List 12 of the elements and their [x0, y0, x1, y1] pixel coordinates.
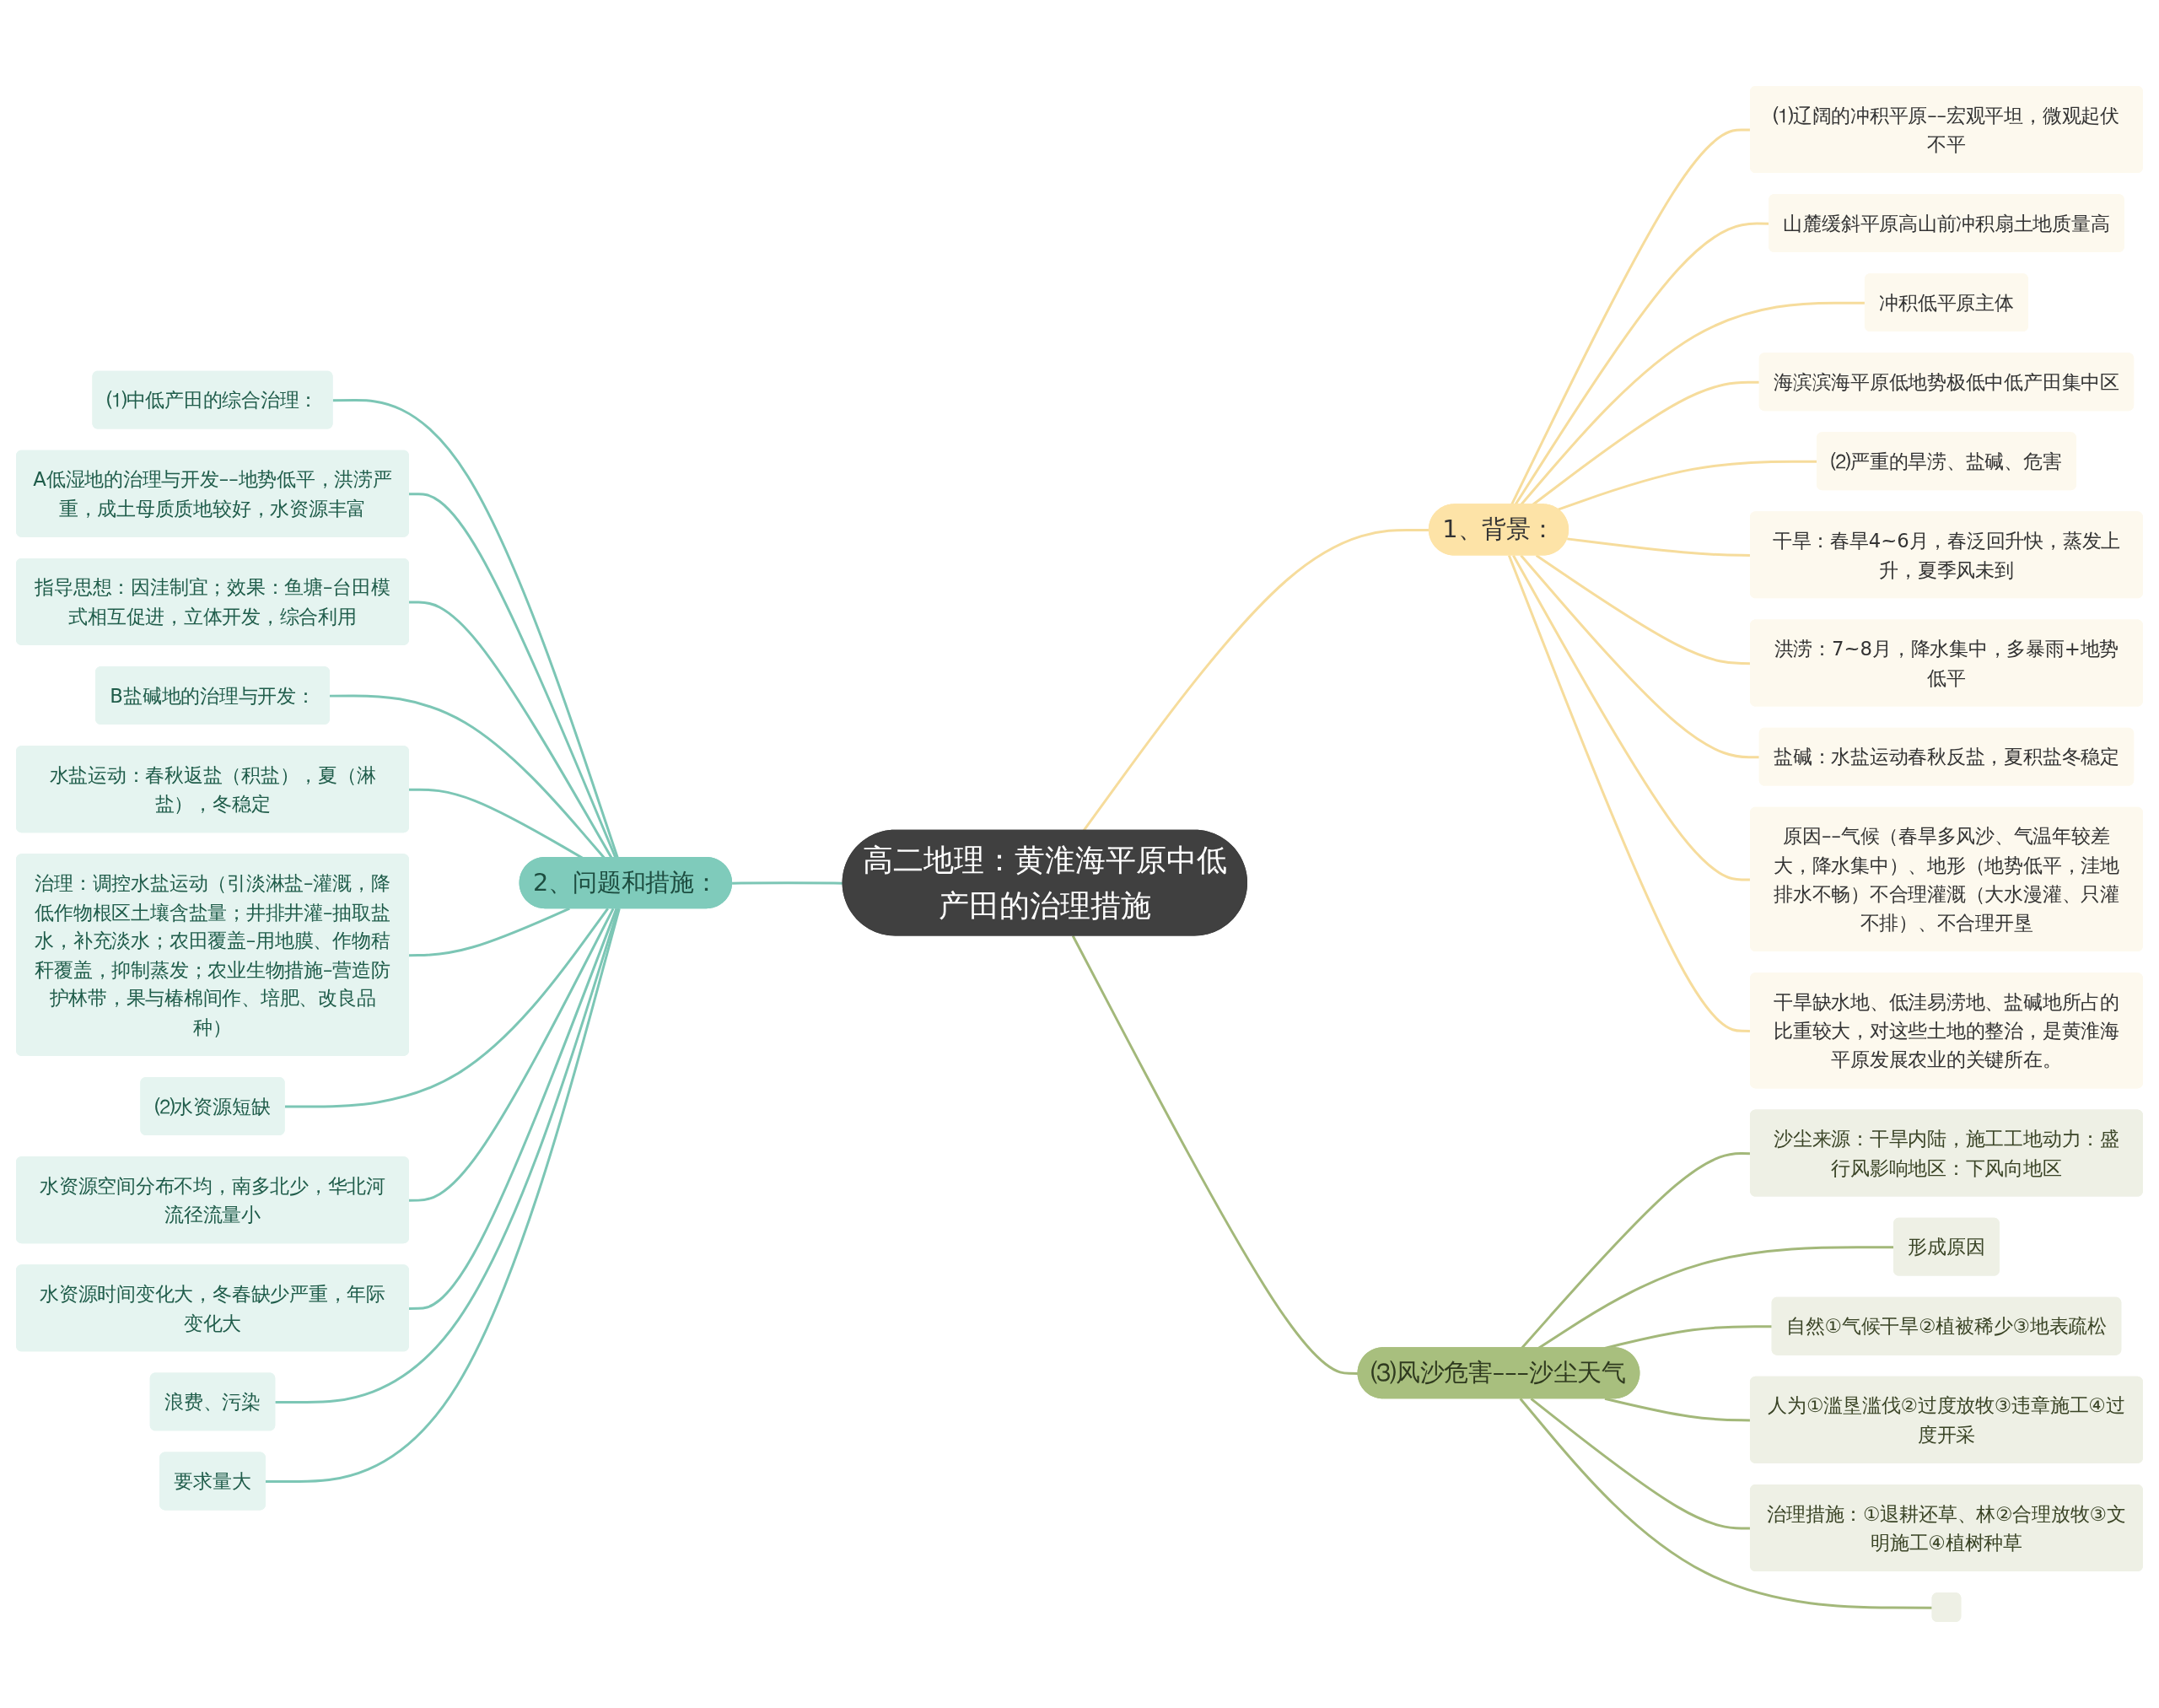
connector — [265, 908, 621, 1484]
connector — [1519, 1398, 1933, 1609]
connector — [332, 399, 619, 859]
connector — [275, 908, 620, 1404]
connector — [409, 493, 617, 859]
connector — [409, 908, 615, 1202]
connector — [284, 908, 609, 1108]
connector — [409, 908, 618, 1310]
connector — [732, 881, 843, 885]
connector — [1520, 554, 1760, 759]
connector — [409, 907, 570, 957]
connector — [1071, 935, 1359, 1375]
